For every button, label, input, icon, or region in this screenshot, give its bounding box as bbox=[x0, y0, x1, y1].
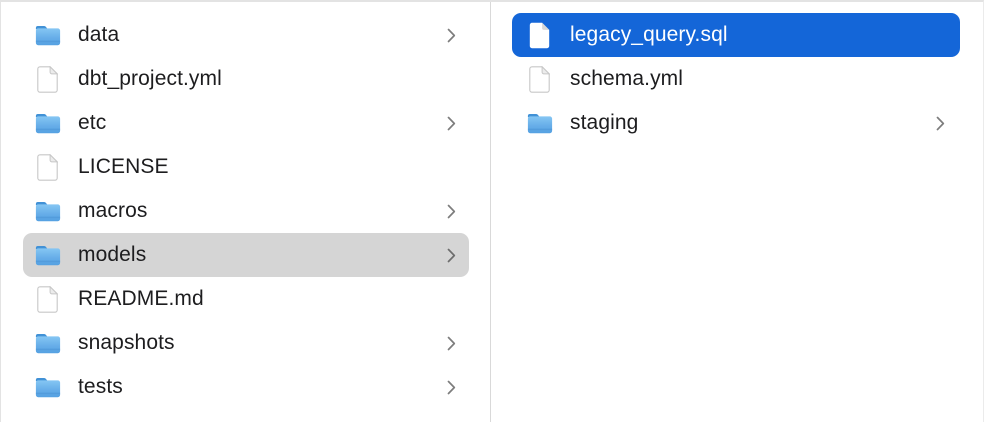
document-icon bbox=[526, 22, 553, 49]
item-label: models bbox=[78, 243, 147, 266]
document-icon bbox=[34, 285, 61, 313]
finder-column-parent: data dbt_project.yml etc LICENSE bbox=[1, 2, 491, 422]
row-macros[interactable]: macros bbox=[23, 189, 469, 233]
document-icon bbox=[34, 65, 61, 93]
folder-icon bbox=[34, 333, 61, 354]
item-label: legacy_query.sql bbox=[570, 23, 728, 46]
chevron-right-icon bbox=[447, 116, 456, 131]
item-label: data bbox=[78, 23, 120, 46]
document-icon bbox=[34, 153, 61, 181]
row-tests[interactable]: tests bbox=[23, 365, 469, 409]
folder-icon bbox=[34, 245, 61, 266]
folder-icon bbox=[34, 201, 61, 222]
row-legacy-query-sql[interactable]: legacy_query.sql bbox=[512, 13, 960, 57]
finder-column-child: legacy_query.sql schema.yml staging bbox=[491, 2, 983, 422]
item-label: macros bbox=[78, 199, 148, 222]
folder-icon bbox=[526, 113, 553, 134]
item-label: tests bbox=[78, 375, 123, 398]
row-readme-md[interactable]: README.md bbox=[23, 277, 469, 321]
chevron-right-icon bbox=[447, 28, 456, 43]
item-label: etc bbox=[78, 111, 107, 134]
item-label: README.md bbox=[78, 287, 204, 310]
folder-icon bbox=[34, 25, 61, 46]
document-icon bbox=[526, 65, 553, 93]
chevron-right-icon bbox=[447, 204, 456, 219]
item-label: dbt_project.yml bbox=[78, 67, 222, 90]
chevron-right-icon bbox=[936, 116, 945, 131]
row-models[interactable]: models bbox=[23, 233, 469, 277]
item-label: schema.yml bbox=[570, 67, 684, 90]
row-staging[interactable]: staging bbox=[512, 101, 960, 145]
row-dbt-project-yml[interactable]: dbt_project.yml bbox=[23, 57, 469, 101]
row-schema-yml[interactable]: schema.yml bbox=[512, 57, 960, 101]
item-label: LICENSE bbox=[78, 155, 169, 178]
row-snapshots[interactable]: snapshots bbox=[23, 321, 469, 365]
row-license[interactable]: LICENSE bbox=[23, 145, 469, 189]
chevron-right-icon bbox=[447, 380, 456, 395]
item-label: staging bbox=[570, 111, 639, 134]
chevron-right-icon bbox=[447, 336, 456, 351]
folder-icon bbox=[34, 113, 61, 134]
chevron-right-icon bbox=[447, 248, 456, 263]
item-label: snapshots bbox=[78, 331, 175, 354]
folder-icon bbox=[34, 377, 61, 398]
row-etc[interactable]: etc bbox=[23, 101, 469, 145]
row-data[interactable]: data bbox=[23, 13, 469, 57]
